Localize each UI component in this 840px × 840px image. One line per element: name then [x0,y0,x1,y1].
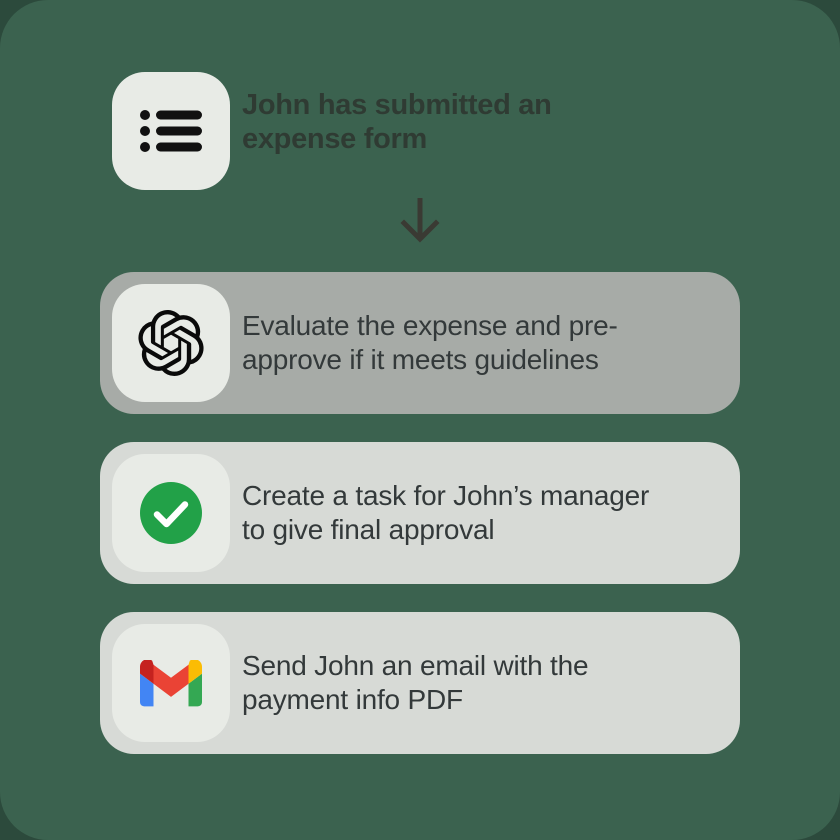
step-label: Create a task for John’s manager to give… [242,479,650,545]
trigger-icon-tile [112,72,230,190]
workflow-step-card[interactable]: Evaluate the expense and pre-approve if … [100,272,740,414]
list-icon [140,110,202,152]
step-icon-tile-wrap [100,624,242,742]
step-icon-tile [112,454,230,572]
trigger-icon-tile-wrap [100,72,242,190]
arrow-down-icon [400,197,440,243]
green-check-circle-icon [140,482,202,544]
step-icon-tile [112,284,230,402]
connector-arrow [399,197,441,244]
step-icon-tile-wrap [100,284,242,402]
step-label: Send John an email with the payment info… [242,649,589,715]
step-label: Evaluate the expense and pre-approve if … [242,309,618,375]
step-icon-tile-wrap [100,454,242,572]
workflow-step-card[interactable]: Send John an email with the payment info… [100,612,740,754]
trigger-label: John has submitted an expense form [242,89,552,156]
trigger-row: John has submitted an expense form [100,72,740,208]
step-icon-tile [112,624,230,742]
openai-logo-icon [138,310,204,376]
gmail-logo-icon [140,659,202,706]
workflow-step-card[interactable]: Create a task for John’s manager to give… [100,442,740,584]
